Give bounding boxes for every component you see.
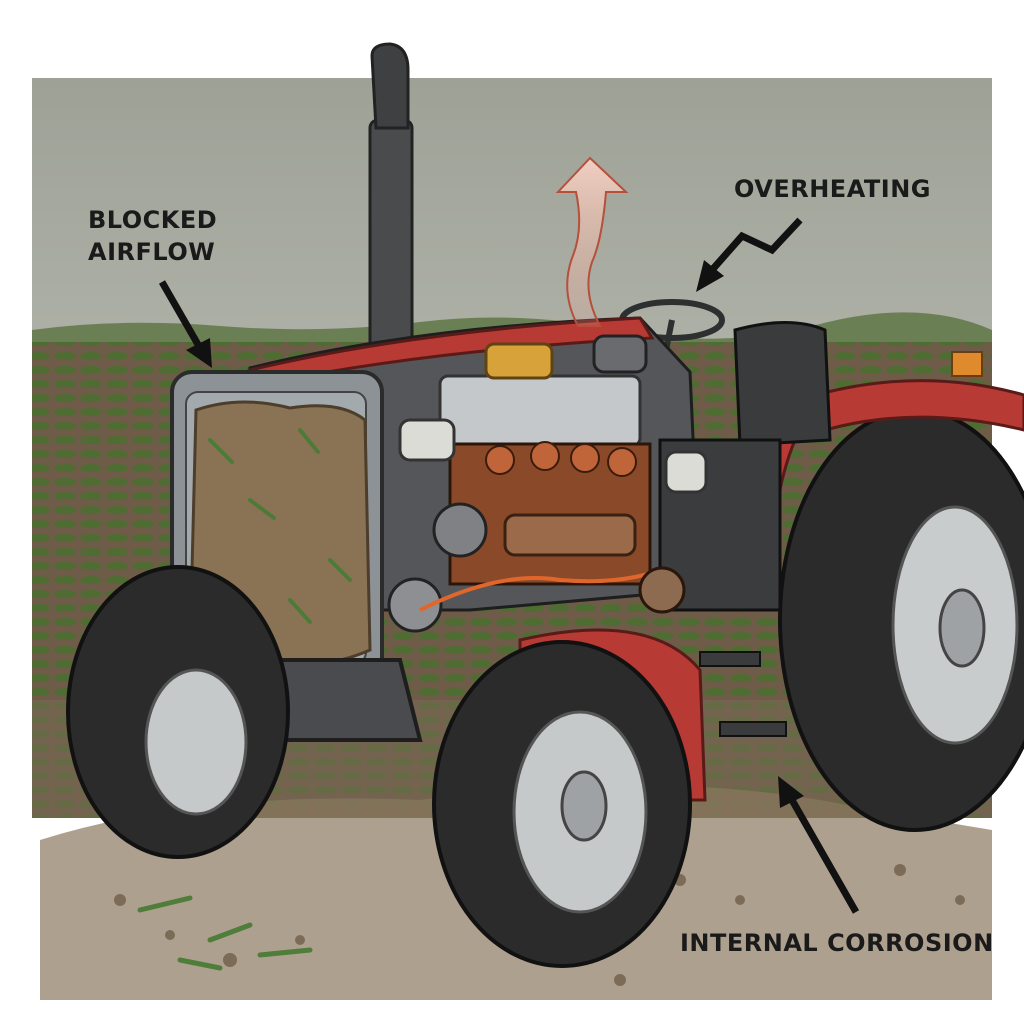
arrow-blocked-airflow-icon [158,280,212,368]
label-blocked-airflow: BLOCKED AIRFLOW [88,204,217,268]
front-left-wheel [66,565,290,859]
rear-wheel [742,379,1024,832]
engine-cutaway [387,334,708,633]
label-overheating: OVERHEATING [734,175,931,203]
heat-rising-arrow-icon [555,156,629,327]
arrow-overheating-icon [696,217,803,292]
label-blocked-line1: BLOCKED [88,206,218,234]
front-right-wheel [432,628,707,968]
label-blocked-line2: AIRFLOW [88,238,216,266]
arrow-corrosion-icon [778,776,860,914]
exhaust-stack [368,42,414,352]
steps [699,651,787,737]
label-internal-corrosion: INTERNAL CORROSION [680,929,994,957]
